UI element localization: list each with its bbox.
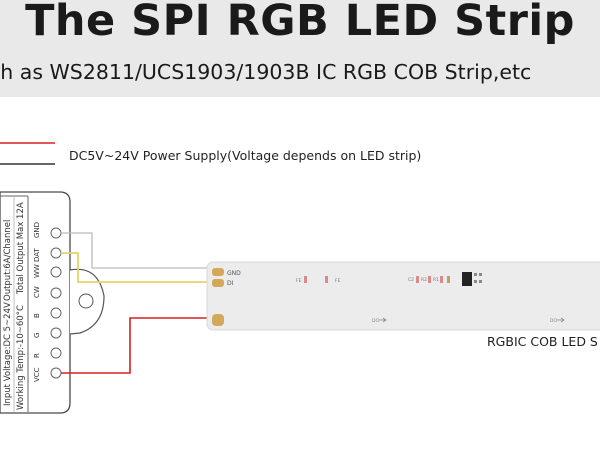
terminal-screw [50, 327, 62, 339]
chip-pin [479, 273, 482, 276]
led-strip-body [206, 261, 600, 331]
controller: Output:6A/Channel Total Output Max 12A I… [0, 191, 71, 414]
ic-chip [462, 272, 472, 286]
terminal-screw [50, 307, 62, 319]
capacitor [447, 276, 450, 283]
terminal-screw [50, 227, 62, 239]
chip-pin [474, 273, 477, 276]
terminal-screw [50, 266, 62, 278]
led-strip: GND DI FE FE C2 R2 R1 DO DO [206, 261, 600, 331]
header-banner: The SPI RGB LED Strip uch as WS2811/UCS1… [0, 0, 600, 97]
controller-spec-line: Input Voltage:DC 5~24V [3, 302, 13, 406]
strip-label: RGBIC COB LED S [487, 334, 598, 349]
direction-arrow-icon [557, 317, 565, 323]
terminal-screw [50, 367, 62, 379]
wire-vcc [61, 317, 212, 374]
resistor [416, 276, 419, 283]
controller-spec-line: Working Temp:-10~60°C [16, 305, 26, 410]
controller-pin-label: VCC [33, 367, 41, 382]
resistor [440, 276, 443, 283]
wiring-diagram: DC5V~24V Power Supply(Voltage depends on… [0, 142, 600, 414]
direction-arrow-label: DO [372, 318, 379, 324]
strip-pad-label: DI [227, 280, 234, 287]
strip-pad-di [212, 279, 224, 287]
resistor [304, 276, 307, 283]
resistor [325, 276, 328, 283]
resistor [428, 276, 431, 283]
controller-pin-label: CW [33, 286, 41, 298]
controller-pin-label: G [33, 333, 41, 338]
controller-body [0, 191, 71, 414]
direction-arrow-icon [379, 317, 387, 323]
page-title: The SPI RGB LED Strip [25, 0, 575, 46]
controller-pin-label: DAT [33, 247, 41, 262]
wire-data [61, 252, 212, 283]
terminal-screw [50, 247, 62, 259]
direction-arrow-label: DO [550, 318, 557, 324]
power-supply-label: DC5V~24V Power Supply(Voltage depends on… [69, 148, 421, 163]
component-label: C2 [408, 277, 414, 283]
component-label: R1 [433, 277, 439, 283]
controller-pin-label: B [33, 313, 41, 318]
chip-pin [474, 280, 477, 283]
strip-pad-gnd [212, 268, 224, 276]
strip-pad-vcc [212, 314, 224, 326]
strip-pad-label: GND [227, 270, 241, 277]
terminal-screw [50, 287, 62, 299]
page-subtitle: uch as WS2811/UCS1903/1903B IC RGB COB S… [0, 60, 532, 84]
terminal-screw [50, 347, 62, 359]
controller-pin-label: R [33, 353, 41, 358]
component-label: FE [296, 278, 302, 284]
controller-spec-line: Output:6A/Channel [3, 220, 13, 301]
bracket-hole [78, 293, 94, 309]
component-label: FE [335, 278, 341, 284]
chip-pin [479, 280, 482, 283]
component-label: R2 [421, 277, 427, 283]
controller-spec-line: Total Output Max 12A [16, 202, 26, 295]
controller-pin-label: GND [33, 222, 41, 238]
wire-gnd [61, 232, 212, 269]
controller-pin-label: WW [33, 264, 41, 278]
